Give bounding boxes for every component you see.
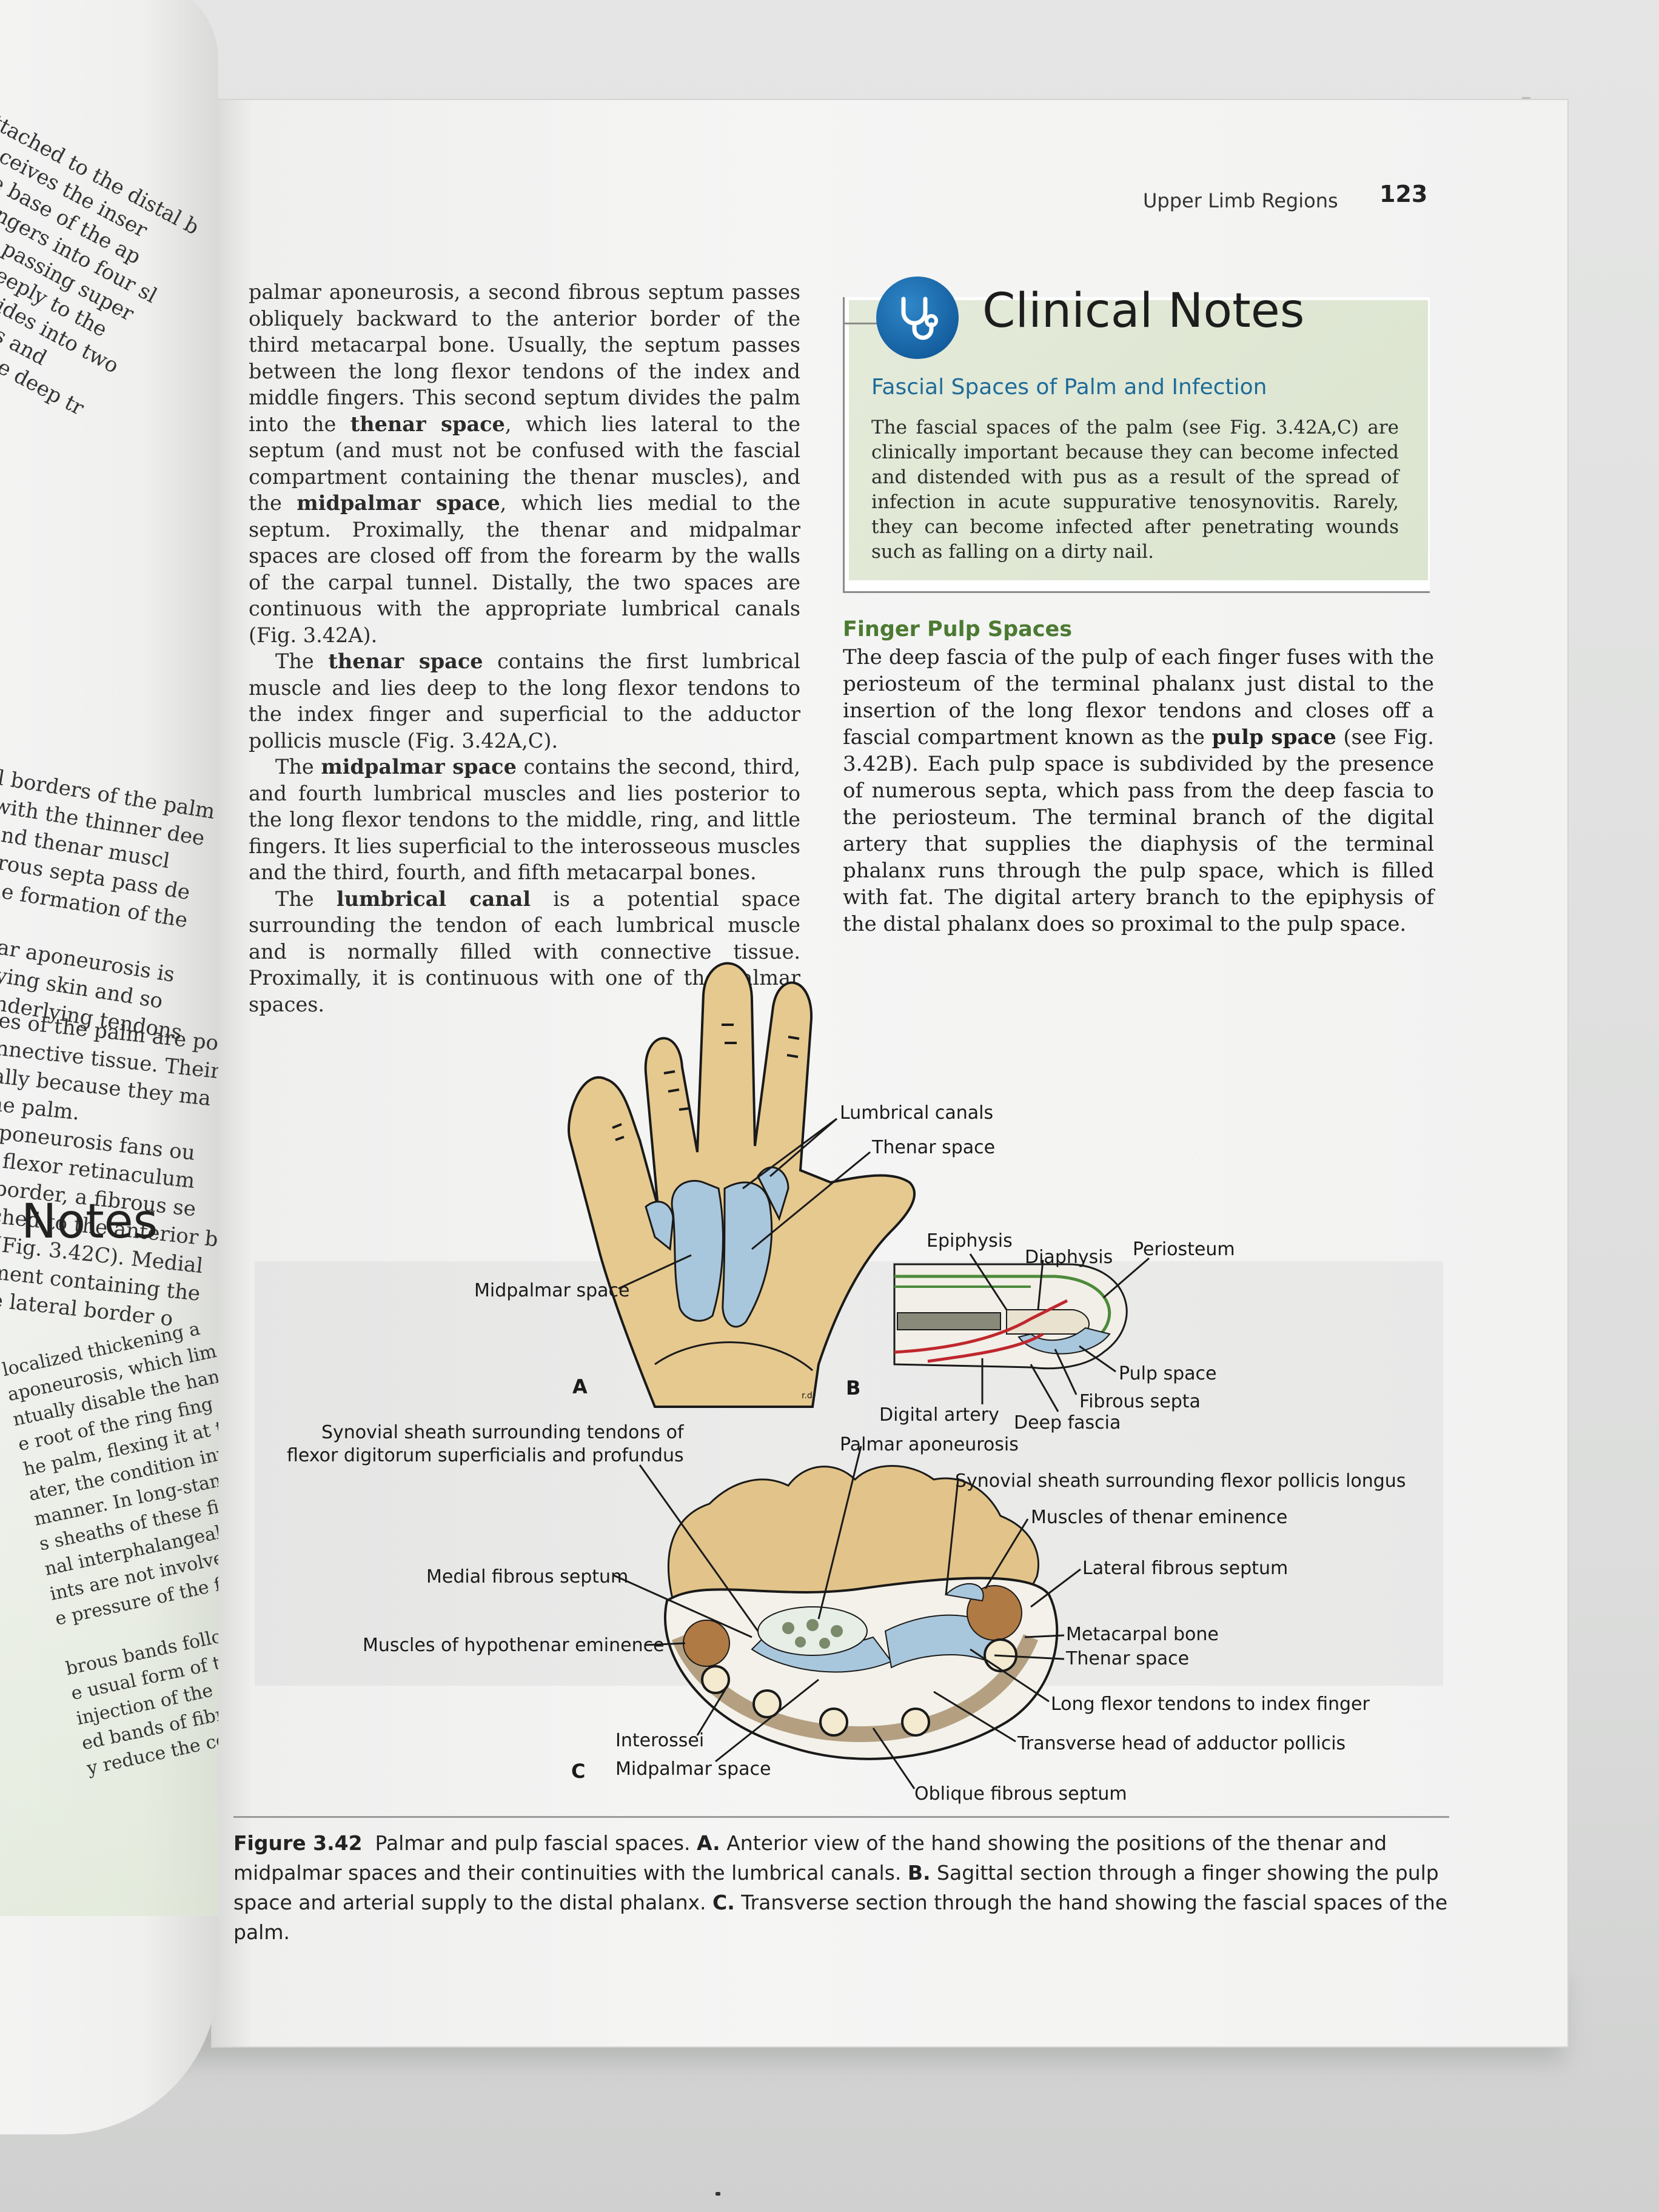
- paragraph-1: palmar aponeurosis, a second fibrous sep…: [249, 280, 800, 647]
- pulp-paragraph: The deep fascia of the pulp of each fing…: [843, 645, 1434, 936]
- pulp-heading: Finger Pulp Spaces: [843, 617, 1073, 642]
- speck: [716, 2192, 720, 2196]
- label-transverse-head: Transverse head of adductor pollicis: [1017, 1733, 1346, 1754]
- transverse-section: [663, 1465, 1059, 1760]
- panel-label-b: B: [846, 1376, 860, 1399]
- label-lumbrical-canals: Lumbrical canals: [840, 1102, 993, 1124]
- label-lateral-fibrous-septum: Lateral fibrous septum: [1082, 1558, 1288, 1579]
- clinical-notes-rule: [843, 323, 882, 324]
- label-midpalmar-space-a: Midpalmar space: [474, 1280, 630, 1301]
- running-head: Upper Limb Regions: [1143, 189, 1338, 212]
- label-synovial-sheath-1: Synovial sheath surrounding tendons of: [321, 1422, 685, 1443]
- label-metacarpal-bone: Metacarpal bone: [1066, 1624, 1219, 1645]
- paragraph-4: The lumbrical canal is a potential space…: [249, 886, 800, 1016]
- label-synovial-sheath-fpl: Synovial sheath surrounding flexor polli…: [955, 1470, 1406, 1492]
- label-thenar-space-c: Thenar space: [1065, 1648, 1189, 1669]
- clinical-notes-subtitle: Fascial Spaces of Palm and Infection: [871, 375, 1267, 400]
- label-midpalmar-space-c: Midpalmar space: [615, 1758, 771, 1780]
- label-long-flexor-tendons: Long flexor tendons to index finger: [1051, 1694, 1370, 1715]
- label-fibrous-septa: Fibrous septa: [1079, 1391, 1201, 1412]
- label-diaphysis: Diaphysis: [1025, 1247, 1113, 1268]
- label-interossei: Interossei: [615, 1730, 704, 1751]
- label-oblique-fibrous-septum: Oblique fibrous septum: [914, 1783, 1127, 1805]
- label-medial-fibrous-septum: Medial fibrous septum: [426, 1566, 628, 1587]
- paragraph-2: The thenar space contains the first lumb…: [249, 649, 800, 752]
- artist-signature: r.d.: [802, 1391, 815, 1401]
- clinical-notes-text: The fascial spaces of the palm (see Fig.…: [871, 417, 1399, 563]
- figure-caption: Figure 3.42 Palmar and pulp fascial spac…: [233, 1831, 1448, 1944]
- panel-label-c: C: [571, 1760, 585, 1783]
- label-thenar-space-a: Thenar space: [871, 1137, 995, 1158]
- label-palmar-aponeurosis: Palmar aponeurosis: [840, 1434, 1019, 1455]
- label-thenar-eminence: Muscles of thenar eminence: [1031, 1507, 1287, 1528]
- label-pulp-space: Pulp space: [1119, 1363, 1217, 1384]
- left-page-note-tint: [0, 1128, 218, 1916]
- label-hypothenar-eminence: Muscles of hypothenar eminence: [363, 1635, 665, 1656]
- clinical-notes-title: Clinical Notes: [982, 284, 1305, 338]
- page-number: 123: [1379, 181, 1428, 207]
- hand-illustration: [568, 962, 916, 1408]
- finger-section: [893, 1263, 1128, 1370]
- label-periosteum: Periosteum: [1133, 1239, 1235, 1260]
- left-page-notes-heading: Notes: [21, 1195, 158, 1249]
- panel-label-a: A: [572, 1375, 588, 1398]
- label-deep-fascia: Deep fascia: [1014, 1412, 1121, 1433]
- stethoscope-icon: [876, 276, 959, 359]
- body-text-column: palmar aponeurosis, a second fibrous sep…: [249, 279, 800, 1017]
- label-digital-artery: Digital artery: [879, 1404, 999, 1426]
- caption-rule: [233, 1816, 1449, 1818]
- paragraph-3: The midpalmar space contains the second,…: [249, 755, 801, 884]
- label-synovial-sheath-2: flexor digitorum superficialis and profu…: [287, 1445, 684, 1466]
- label-epiphysis: Epiphysis: [927, 1230, 1013, 1252]
